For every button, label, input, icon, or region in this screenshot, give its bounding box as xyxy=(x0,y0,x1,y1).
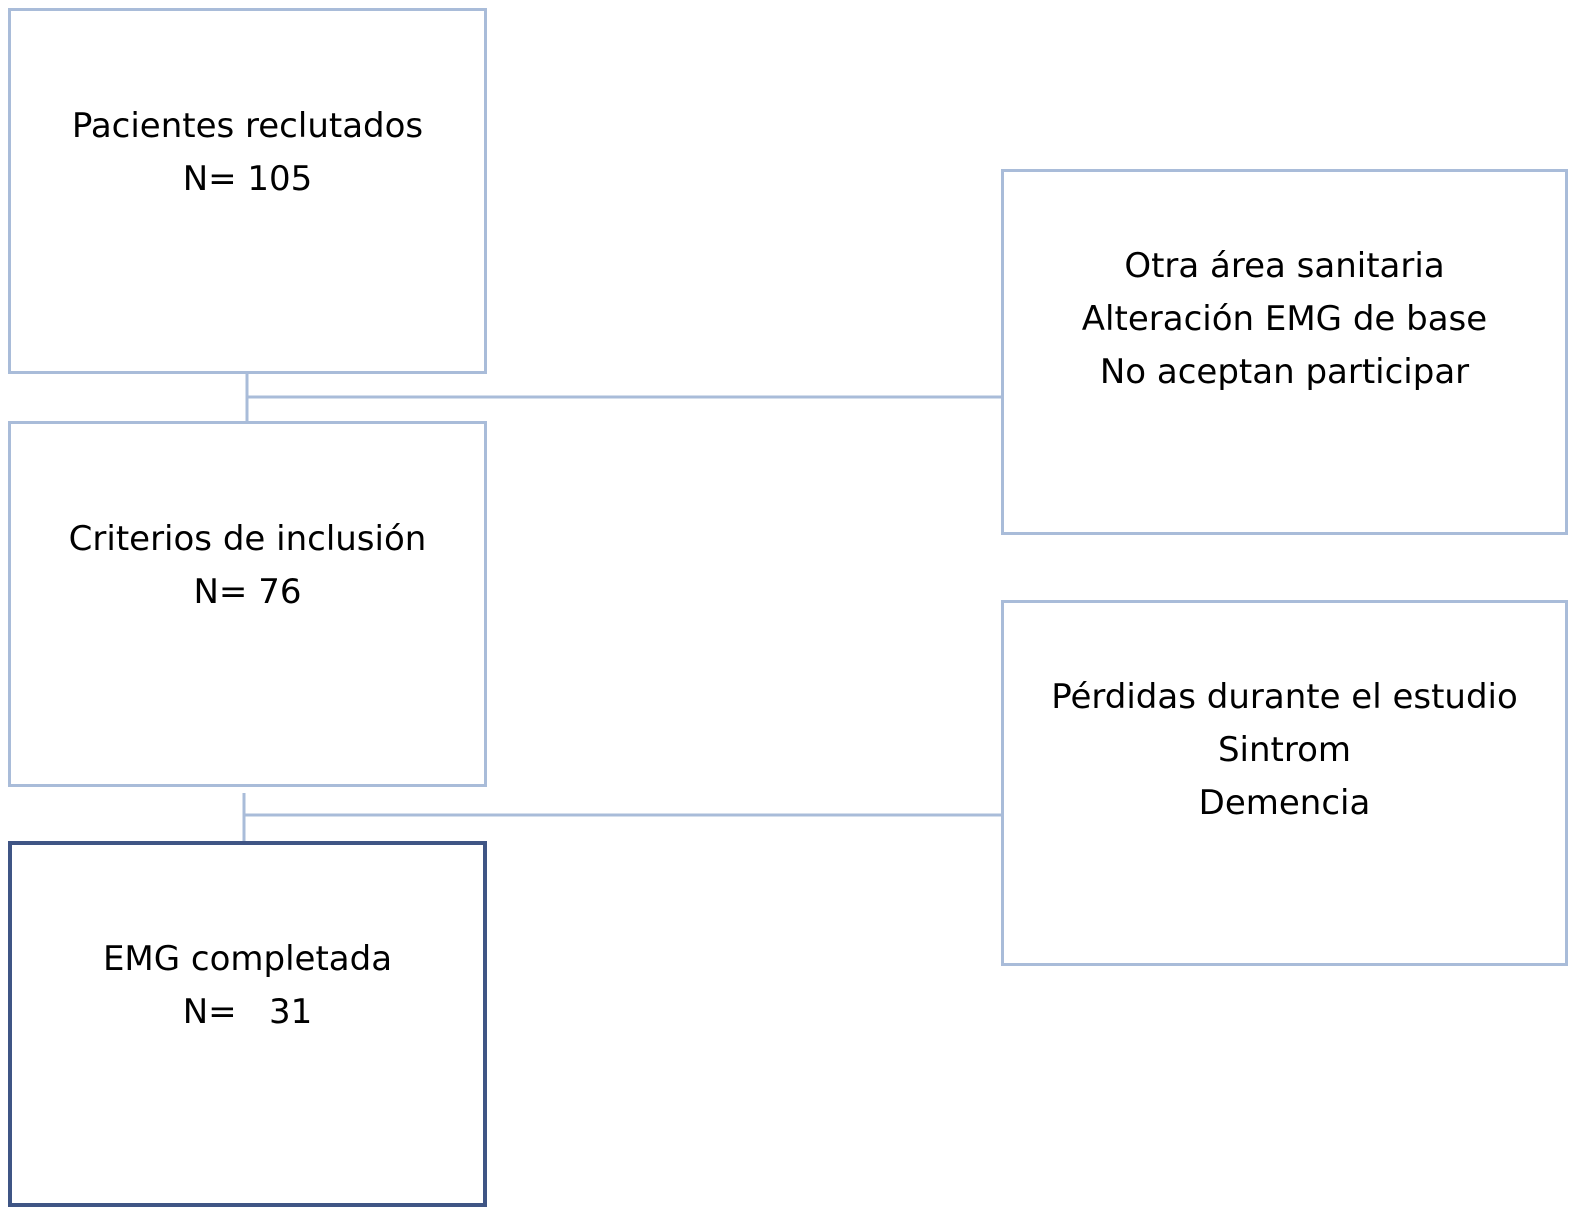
recruited-patients-box: Pacientes reclutados N= 105 xyxy=(8,8,487,374)
excluded-reasons-box: Otra área sanitaria Alteración EMG de ba… xyxy=(1001,169,1568,535)
inclusion-count: N= 76 xyxy=(193,572,302,612)
lost-title: Pérdidas durante el estudio xyxy=(1051,676,1518,717)
completed-title: EMG completada xyxy=(102,939,393,979)
lost-reason-dementia: Demencia xyxy=(1198,782,1371,823)
losses-during-study-box: Pérdidas durante el estudio Sintrom Deme… xyxy=(1001,600,1568,966)
inclusion-title: Criterios de inclusión xyxy=(68,519,427,559)
recruited-count: N= 105 xyxy=(182,159,313,199)
emg-completed-box: EMG completada N= 31 xyxy=(8,841,487,1207)
completed-count: N= 31 xyxy=(182,992,313,1032)
excluded-reason-other-area: Otra área sanitaria xyxy=(1124,245,1445,286)
excluded-reason-declined: No aceptan participar xyxy=(1099,351,1470,392)
recruited-title: Pacientes reclutados xyxy=(71,106,424,146)
excluded-reason-baseline-emg: Alteración EMG de base xyxy=(1081,298,1488,339)
lost-reason-sintrom: Sintrom xyxy=(1217,729,1352,770)
inclusion-criteria-box: Criterios de inclusión N= 76 xyxy=(8,421,487,787)
